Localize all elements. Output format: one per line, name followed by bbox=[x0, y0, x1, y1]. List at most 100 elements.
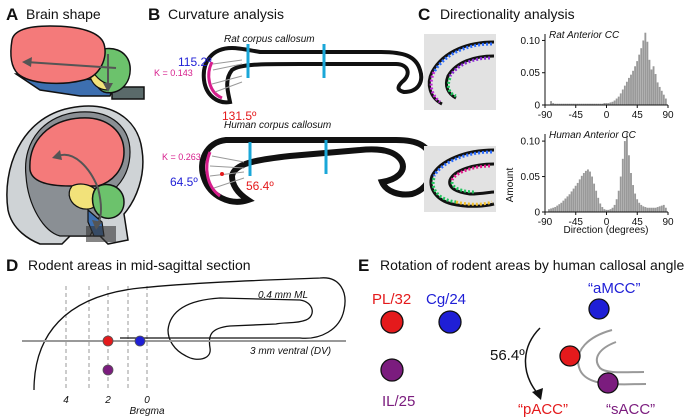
histogram-bar bbox=[550, 101, 552, 105]
histogram-bar bbox=[642, 40, 645, 105]
histogram-bar bbox=[570, 191, 573, 212]
histogram-bar bbox=[560, 202, 563, 212]
histogram-bar bbox=[597, 103, 600, 105]
rat-cc-label: Rat corpus callosum bbox=[224, 34, 315, 45]
histogram-bar bbox=[654, 207, 657, 212]
human-orientation-map bbox=[424, 146, 496, 212]
histogram-bar bbox=[634, 66, 637, 105]
cg24-label: Cg/24 bbox=[426, 291, 466, 308]
histogram-bar bbox=[615, 199, 618, 212]
histogram-bar bbox=[648, 59, 651, 105]
rotation-angle: 56.4º bbox=[490, 347, 525, 364]
tick-0mm: 0 bbox=[144, 395, 150, 406]
histogram-bar bbox=[636, 61, 639, 105]
histogram-bar bbox=[623, 85, 626, 105]
rat-cc-shape bbox=[201, 44, 424, 105]
histogram-bar bbox=[650, 69, 653, 105]
histogram-bar bbox=[605, 103, 608, 105]
pacc-label: “pACC” bbox=[518, 401, 568, 418]
histogram-bar bbox=[587, 103, 589, 105]
histogram-bar bbox=[660, 90, 663, 105]
il25-dot bbox=[380, 358, 404, 382]
panel-d-title: Rodent areas in mid-sagittal section bbox=[28, 257, 251, 273]
panel-d-letter: D bbox=[6, 256, 18, 275]
human-angle-mid: 56.4º bbox=[246, 179, 274, 193]
histogram-bar bbox=[556, 205, 559, 212]
histogram-title: Human Anterior CC bbox=[549, 130, 637, 141]
histogram-bar bbox=[654, 74, 657, 105]
histogram-bar bbox=[617, 96, 620, 105]
histogram-bar bbox=[564, 103, 567, 105]
pl32-label: PL/32 bbox=[372, 291, 411, 308]
x-tick-label: -45 bbox=[569, 110, 584, 121]
pacc-dot bbox=[559, 345, 581, 367]
histogram-bar bbox=[632, 70, 634, 105]
panel-e-letter: E bbox=[358, 256, 369, 275]
histogram-bar bbox=[574, 103, 577, 105]
histogram-bar bbox=[619, 93, 622, 105]
histogram-bar bbox=[605, 209, 608, 212]
bregma-label: Bregma bbox=[129, 406, 164, 417]
rodent-sagittal-section bbox=[22, 277, 346, 391]
rat-angle-bottom: 131.5º bbox=[222, 109, 257, 123]
histogram-bar bbox=[572, 103, 575, 105]
histogram-bar bbox=[603, 103, 606, 105]
histogram-bar bbox=[615, 98, 618, 105]
panel-b-letter: B bbox=[148, 5, 160, 24]
histogram-bar bbox=[564, 198, 567, 212]
histogram-bar bbox=[625, 132, 628, 212]
human-cc-label: Human corpus callosum bbox=[224, 120, 331, 131]
histogram-bar bbox=[607, 209, 610, 212]
histogram-bar bbox=[628, 77, 630, 105]
histogram-bar bbox=[613, 204, 616, 212]
x-tick-label: 0 bbox=[604, 217, 610, 228]
histogram-bar bbox=[656, 82, 659, 105]
histogram-bar bbox=[601, 207, 604, 212]
rotated-cc-outline bbox=[577, 329, 647, 386]
histogram-bar bbox=[644, 207, 647, 212]
y-tick-label: 0 bbox=[534, 208, 540, 219]
sacc-label: “sACC” bbox=[606, 401, 655, 418]
tick-4mm: 4 bbox=[63, 395, 69, 406]
histogram-bar bbox=[572, 188, 575, 212]
histogram-bar bbox=[570, 103, 573, 105]
histogram-bar bbox=[582, 173, 585, 212]
y-tick-label: 0 bbox=[534, 101, 540, 112]
histogram-bar bbox=[662, 94, 665, 105]
histogram-bar bbox=[554, 103, 557, 105]
panel-a-title: Brain shape bbox=[26, 6, 101, 22]
y-tick-label: 0.05 bbox=[521, 172, 541, 183]
histogram-bar bbox=[580, 103, 583, 105]
histogram-bar bbox=[638, 202, 641, 212]
panel-b-title: Curvature analysis bbox=[168, 6, 284, 22]
histogram-bar bbox=[552, 207, 555, 212]
histogram-bar bbox=[632, 185, 634, 212]
histogram-bar bbox=[611, 101, 614, 105]
histogram-bar bbox=[658, 86, 661, 105]
histogram-bar bbox=[560, 103, 563, 105]
histogram-bar bbox=[648, 207, 651, 212]
histogram-bar bbox=[550, 208, 552, 212]
panel-a-letter: A bbox=[6, 5, 18, 24]
histogram-bar bbox=[576, 103, 579, 105]
y-tick-label: 0.10 bbox=[521, 36, 541, 47]
histogram-bar bbox=[589, 103, 591, 105]
histogram-bar bbox=[634, 193, 637, 212]
dv-label: 3 mm ventral (DV) bbox=[250, 346, 331, 357]
ml-label: 0.4 mm ML bbox=[258, 290, 308, 301]
histogram-bar bbox=[621, 158, 624, 212]
rotation-arrow bbox=[524, 327, 541, 395]
histogram-bar bbox=[662, 204, 665, 212]
rat-k-value: K = 0.143 bbox=[154, 68, 193, 78]
histogram-bar bbox=[584, 103, 587, 105]
pl32-dot bbox=[380, 310, 404, 334]
histogram-bar bbox=[611, 207, 614, 212]
sacc-dot bbox=[597, 372, 619, 394]
histogram-bar bbox=[599, 103, 602, 105]
histogram-bar bbox=[589, 171, 591, 212]
rat-orientation-map bbox=[424, 34, 496, 110]
histogram-ylabel: Amount bbox=[505, 168, 516, 203]
histogram-bar bbox=[656, 207, 659, 212]
